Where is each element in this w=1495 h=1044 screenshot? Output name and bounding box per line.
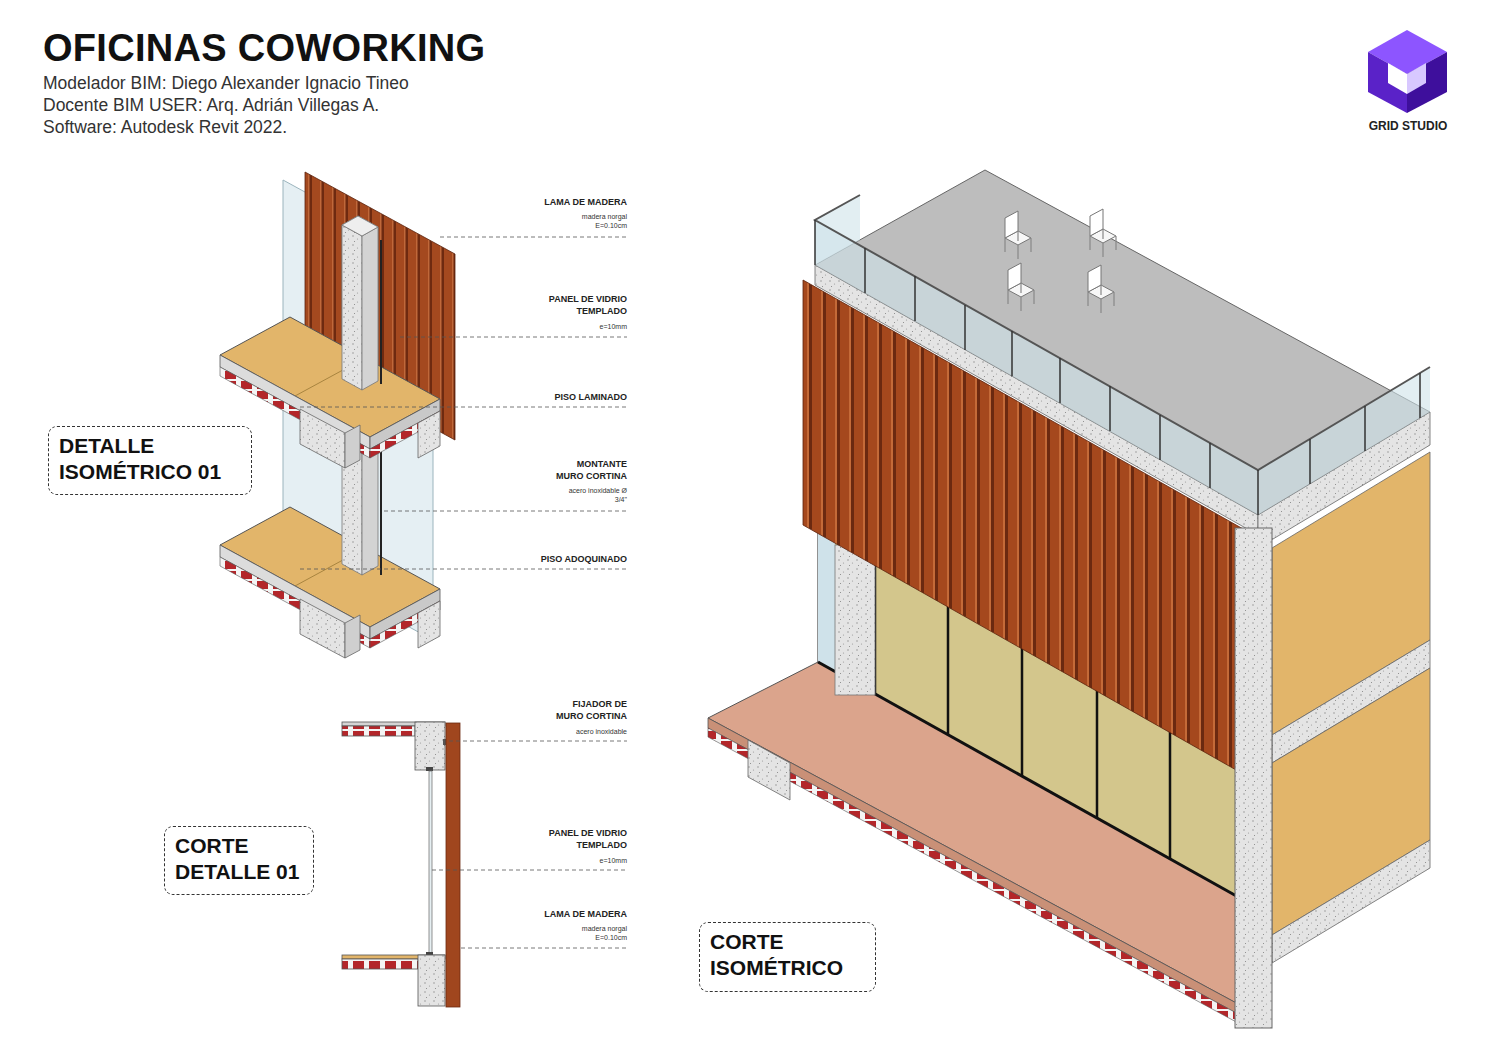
view-label-box: DETALLE ISOMÉTRICO 01 [48,426,252,495]
roof-slab [815,265,1258,535]
column-iso [835,545,875,695]
credit-line: Docente BIM USER: Arq. Adrián Villegas A… [43,95,379,116]
sheet-title: OFICINAS COWORKING [43,28,485,70]
leader-lines [400,337,627,338]
section-detail [342,959,418,969]
leader-lines [300,569,627,570]
curtain-wall [818,520,835,672]
column-detail-top [380,240,382,384]
callout-note: e=10mm [567,322,627,331]
section-detail [418,955,445,1006]
callout-note: acero inoxidable Ø 3/4" [565,486,627,504]
logo-mark [1407,63,1426,94]
column-detail-top [342,216,378,236]
callout-label: PISO ADOQUINADO [507,553,627,565]
column-detail-top [342,225,362,390]
callout-note: madera norgal E=0.10cm [575,212,627,230]
glass-railing [815,195,1430,515]
view-label: DETALLE ISOMÉTRICO 01 [59,433,241,486]
roof-slab [815,170,1430,515]
section-detail [342,722,460,1007]
roof-slab [815,170,1430,548]
credit-line: Modelador BIM: Diego Alexander Ignacio T… [43,73,409,94]
view-label: CORTE DETALLE 01 [175,833,303,886]
section-detail [415,722,445,770]
callout-note: acero inoxidable [557,727,627,736]
leader-lines [384,511,627,512]
upper-slab [220,317,440,468]
logo-mark [1368,52,1407,113]
callout-label: PISO LAMINADO [517,391,627,403]
view-label-box: CORTE DETALLE 01 [164,826,314,895]
view-label-box: CORTE ISOMÉTRICO [699,922,876,992]
callout-label: PANEL DE VIDRIO TEMPLADO [543,827,627,851]
section-detail [426,767,433,771]
chairs [1005,209,1116,313]
leader-lines [300,407,627,408]
column-detail-top [342,216,381,390]
chairs [1090,209,1116,257]
side-wall-section [1272,840,1430,963]
leader-lines [432,870,627,871]
leader-lines [300,237,627,948]
column-iso [835,545,875,695]
callout-label: PANEL DE VIDRIO TEMPLADO [543,293,627,317]
section-detail [429,771,432,954]
side-wall-section [1235,452,1430,1028]
leader-lines [461,948,627,949]
glass-railing [815,220,1420,515]
callout-label: MONTANTE MURO CORTINA [555,458,627,482]
chairs [1088,265,1114,313]
logo-text: GRID STUDIO [1362,119,1454,133]
callout-label: LAMA DE MADERA [517,908,627,920]
glass-railing [815,220,1258,515]
column-detail-top [362,227,378,390]
side-wall-section [1235,528,1272,1028]
section-detail [342,726,415,736]
glass-railing [815,195,1430,470]
logo-mark [1368,30,1447,113]
lower-slab [220,507,440,658]
callout-note: madera norgal E=0.10cm [575,924,627,942]
credit-line: Software: Autodesk Revit 2022. [43,117,287,138]
leader-lines [449,741,627,742]
logo-mark [1388,63,1407,94]
ground-floor-slab [748,740,790,800]
chairs [1005,211,1031,259]
view-label: CORTE ISOMÉTRICO [710,929,865,982]
callout-label: FIJADOR DE MURO CORTINA [553,698,627,722]
chairs [1008,263,1034,311]
section-detail [446,723,460,1007]
callout-label: LAMA DE MADERA [517,196,627,208]
logo-mark [1407,52,1447,113]
leader-lines [440,237,627,238]
callout-note: e=10mm [567,856,627,865]
